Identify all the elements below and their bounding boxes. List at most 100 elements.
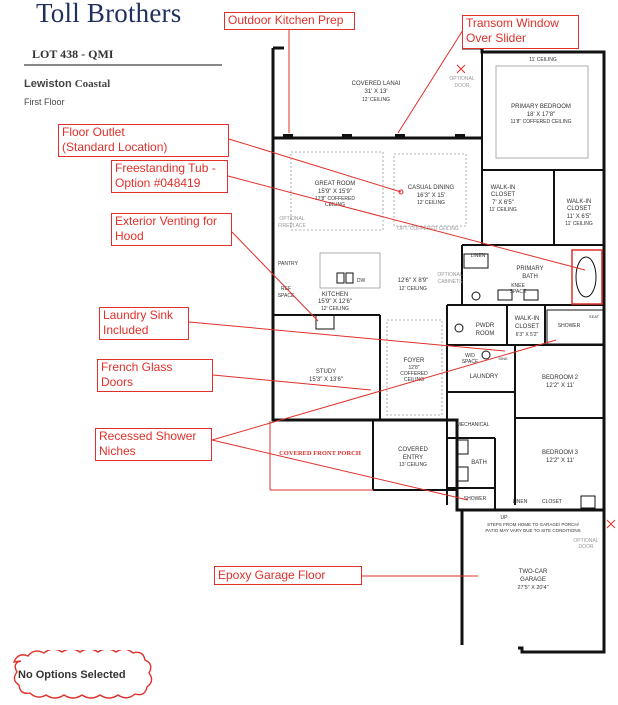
hall-ceiling: 12' CEILING: [399, 286, 427, 292]
no-options-text: No Options Selected: [18, 669, 126, 681]
optional-door-top-2: DOOR: [455, 83, 470, 89]
callout-outdoor-kitchen: Outdoor Kitchen Prep: [224, 12, 355, 30]
dw-label: DW: [357, 278, 366, 284]
callout-venting-line1: Exterior Venting for: [115, 214, 218, 228]
fixtures: [315, 253, 604, 509]
foyer-label: FOYER: [404, 358, 425, 364]
garage-dim: 27'5" X 20'4": [517, 585, 548, 591]
header-divider: [24, 64, 222, 66]
callout-transom-window: Transom Window Over Slider: [462, 15, 579, 49]
bedroom-ceiling-top: 11' CEILING: [529, 57, 557, 63]
brand-logo: Toll Brothers: [36, 0, 182, 28]
primary-bedroom-ceiling: 11'8" COFFERED CEILING: [511, 119, 572, 125]
optional-door-bottom: OPTIONAL: [573, 538, 599, 544]
callout-transom-line1: Transom Window: [466, 16, 559, 30]
hall-dim: 12'6" X 8'9": [398, 278, 429, 284]
callout-venting-line2: Hood: [115, 229, 144, 243]
linen-label: LINEN: [471, 253, 486, 259]
callout-french-line2: Doors: [101, 375, 134, 389]
lanai-label: COVERED LANAI: [352, 81, 401, 87]
callout-transom-line2: Over Slider: [466, 31, 527, 45]
callout-tub-line1: Freestanding Tub -: [115, 161, 216, 175]
casual-dining-label: CASUAL DINING: [408, 185, 455, 191]
primary-bedroom-dim: 18' X 17'8": [527, 112, 555, 118]
slider-doors: [283, 134, 465, 138]
callout-floor-outlet: Floor Outlet (Standard Location): [58, 124, 229, 157]
optional-cabinets: OPTIONAL: [437, 272, 463, 278]
great-room-ceiling-2: CEILING: [325, 202, 345, 208]
wic3-label: WALK-IN: [515, 316, 540, 322]
lot-number: LOT 438 - QMI: [32, 47, 114, 61]
callout-french-glass-doors: French Glass Doors: [97, 359, 213, 392]
callout-laundry-line1: Laundry Sink: [103, 308, 174, 322]
callout-shower-line1: Recessed Shower: [99, 429, 197, 443]
callout-recessed-shower-niches: Recessed Shower Niches: [95, 428, 212, 461]
bedroom3-label: BEDROOM 3: [542, 450, 579, 456]
optional-fireplace-2: FIREPLACE: [278, 223, 306, 229]
great-room-ceiling: 12'8" COFFERED: [315, 196, 355, 202]
steps-note-2: PATIO MAY VARY DUE TO SITE CONDITIONS: [485, 528, 580, 533]
optional-door-top: OPTIONAL: [449, 76, 475, 82]
foyer-ceiling-3: CEILING: [404, 377, 424, 383]
optional-cabinets-2: CABINETS: [437, 279, 463, 285]
callout-french-line1: French Glass: [101, 360, 173, 374]
bath-tub-highlight: [571, 249, 603, 305]
floor-label: First Floor: [24, 97, 65, 107]
exterior-walls: [271, 46, 606, 654]
wic2-dim: 11' X 6'5": [567, 214, 592, 220]
garage-label-2: GARAGE: [520, 577, 546, 583]
callout-floor-outlet-line2: (Standard Location): [62, 140, 168, 154]
wic2-label-2: CLOSET: [567, 206, 591, 212]
shower2-label: SHOWER: [464, 496, 487, 502]
garage-label: TWO-CAR: [519, 569, 548, 575]
steps-note: STEPS FROM HOME TO GARAGE/ PORCH/: [487, 522, 580, 527]
wd-space: W/D: [465, 353, 475, 359]
wic1-label-2: CLOSET: [491, 192, 515, 198]
covered-entry-ceiling: 13' CEILING: [399, 462, 427, 468]
linen2-label: LINEN: [513, 499, 528, 505]
closet-label: CLOSET: [542, 499, 562, 505]
great-room-dim: 15'9" X 15'9": [318, 189, 352, 195]
powder-room-label-2: ROOM: [476, 331, 495, 337]
great-room-label: GREAT ROOM: [315, 181, 355, 187]
study-label: STUDY: [316, 369, 336, 375]
wic1-ceiling: 11' CEILING: [489, 207, 517, 213]
interior-walls: [273, 52, 604, 510]
covered-entry-label-2: ENTRY: [403, 455, 423, 461]
bath-label: BATH: [471, 460, 487, 466]
optional-fireplace: OPTIONAL: [279, 216, 305, 222]
powder-room-label: PWDR: [476, 323, 495, 329]
callout-leaders: [188, 29, 616, 577]
callout-exterior-venting: Exterior Venting for Hood: [111, 213, 232, 246]
wd-space-2: SPACE: [462, 359, 479, 365]
wall-openings: [284, 46, 518, 651]
knee-space-2: SPACE: [510, 289, 527, 295]
primary-bedroom-label: PRIMARY BEDROOM: [511, 104, 571, 110]
knee-space: KNEE: [511, 283, 525, 289]
study-dim: 15'3" X 13'6": [309, 377, 343, 383]
bedroom2-dim: 12'2" X 11': [546, 383, 574, 389]
callout-shower-line2: Niches: [99, 444, 136, 458]
pantry-label: PANTRY: [278, 261, 298, 267]
optional-door-bottom-2: DOOR: [579, 544, 594, 550]
wic3-dim: 6'3" X 5'2": [516, 332, 539, 338]
room-labels: COVERED LANAI 31' X 13' 12' CEILING OPTI…: [278, 57, 600, 591]
no-options-cloud: [12, 650, 153, 699]
model-name: Lewiston Coastal: [24, 78, 110, 90]
seat-label: SEAT: [589, 314, 600, 319]
callout-tub-line2: Option #048419: [115, 176, 201, 190]
wic2-label: WALK-IN: [567, 199, 592, 205]
wic3-label-2: CLOSET: [515, 324, 539, 330]
laundry-label: LAUNDRY: [470, 374, 499, 380]
callout-epoxy-garage-floor: Epoxy Garage Floor: [214, 566, 362, 585]
primary-bath-label: PRIMARY: [516, 266, 543, 272]
casual-dining-dim: 16'3" X 15': [417, 193, 445, 199]
kitchen-dim: 15'9" X 12'6": [318, 299, 352, 305]
mechanical-label: MECHANICAL: [457, 422, 490, 428]
callout-freestanding-tub: Freestanding Tub - Option #048419: [111, 160, 228, 193]
wic1-dim: 7' X 6'5": [492, 200, 514, 206]
foyer-ceiling: 12'8": [408, 365, 419, 371]
shower-label: SHOWER: [558, 323, 581, 329]
wic2-ceiling: 11' CEILING: [565, 221, 593, 227]
